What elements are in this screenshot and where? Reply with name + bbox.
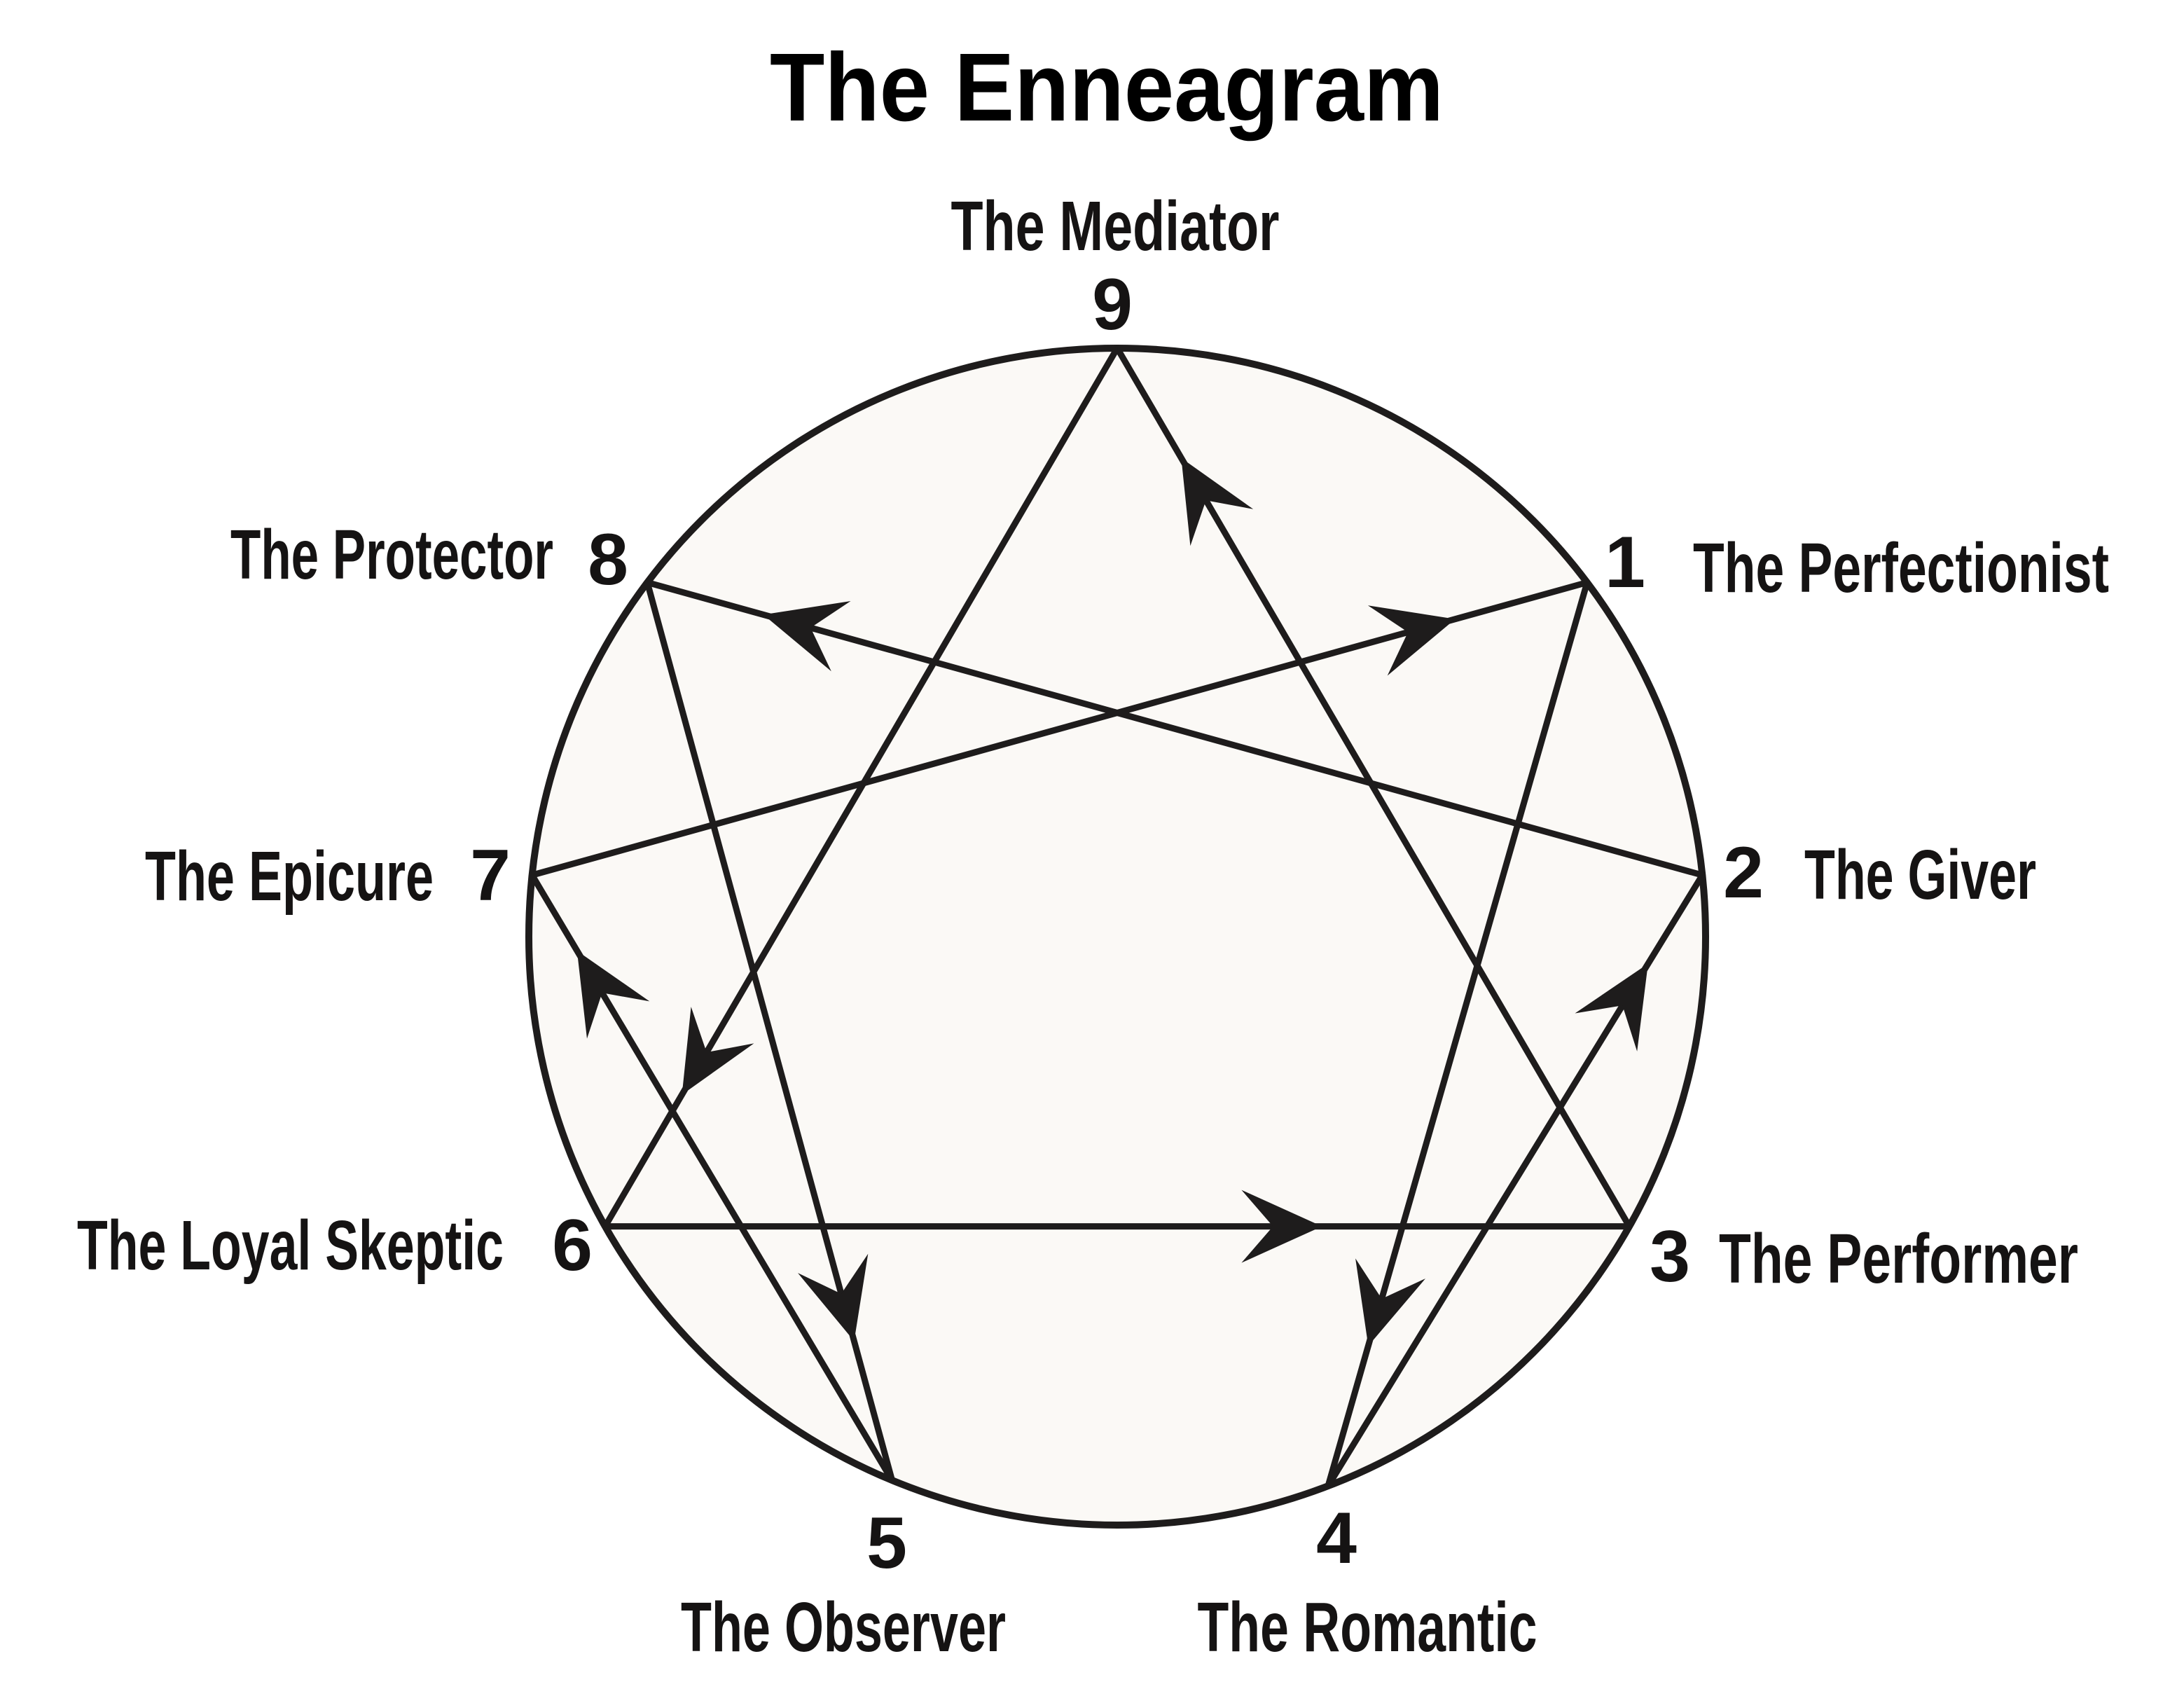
arrowhead-7-1 xyxy=(1367,605,1456,676)
enneagram-circle xyxy=(525,345,1709,1529)
node-6-number: 6 xyxy=(552,1205,593,1286)
node-8-number: 8 xyxy=(588,519,628,600)
node-1-number: 1 xyxy=(1605,522,1645,603)
node-4-number: 4 xyxy=(1316,1498,1357,1579)
node-5-number: 5 xyxy=(866,1503,907,1584)
node-3-number: 3 xyxy=(1650,1216,1690,1297)
node-3-label: The Performer xyxy=(1719,1220,2078,1298)
node-2-label: The Giver xyxy=(1804,836,2036,914)
arrowhead-8-5 xyxy=(798,1253,869,1342)
node-5-label: The Observer xyxy=(681,1588,1006,1667)
arrowhead-9-6 xyxy=(682,1007,754,1095)
node-6-label: The Loyal Skeptic xyxy=(77,1206,504,1285)
arrowhead-4-2 xyxy=(1575,963,1648,1052)
node-8-label: The Protector xyxy=(230,516,553,594)
arrowhead-3-9 xyxy=(1181,457,1254,546)
node-1-label: The Perfectionist xyxy=(1693,529,2109,607)
connection-lines xyxy=(529,346,1706,1488)
node-9-number: 9 xyxy=(1092,264,1133,345)
connection-line-2-8 xyxy=(646,579,1703,878)
arrowhead-1-4 xyxy=(1355,1258,1425,1346)
node-7-label: The Epicure xyxy=(145,837,434,916)
node-9-label: The Mediator xyxy=(951,187,1280,266)
node-2-number: 2 xyxy=(1723,832,1764,914)
node-7-number: 7 xyxy=(470,835,511,916)
arrowhead-6-3 xyxy=(1241,1190,1322,1263)
arrowhead-2-8 xyxy=(763,601,851,672)
arrowhead-5-7 xyxy=(576,951,650,1039)
page-title: The Enneagram xyxy=(770,34,1444,142)
node-4-label: The Romantic xyxy=(1198,1588,1537,1667)
